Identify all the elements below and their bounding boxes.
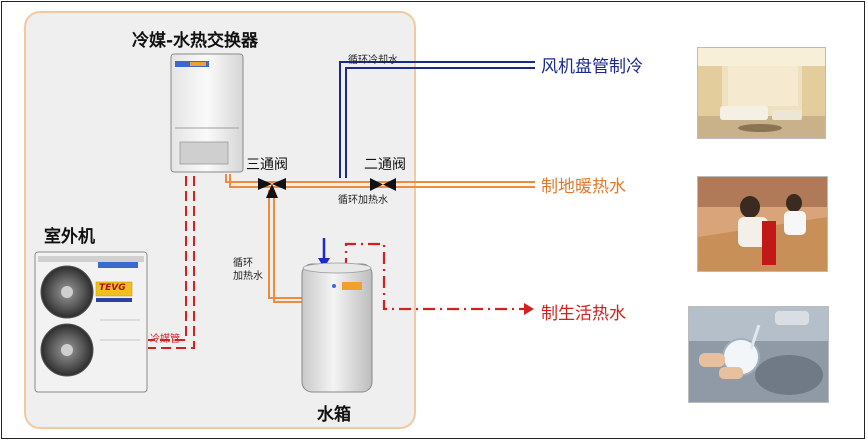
brand-badge: TEVG: [99, 283, 126, 293]
heating-water-vertical-label-2: 加热水: [233, 271, 263, 282]
floor-heating-photo: [697, 176, 828, 272]
outdoor-unit: [34, 251, 148, 393]
hot-water-pipe: [344, 242, 524, 311]
water-tank-title: 水箱: [317, 405, 351, 425]
refrigerant-pipe-label: 冷媒管: [150, 334, 180, 345]
three-way-valve-label: 三通阀: [246, 157, 288, 173]
heating-water-vertical-label-1: 循环: [233, 258, 253, 269]
hot-water-tap-photo: [688, 306, 829, 403]
exchanger-title: 冷媒-水热交换器: [132, 31, 259, 51]
heat-exchanger-unit: [170, 53, 244, 173]
water-tank: [301, 262, 373, 393]
arrow-right-icon: [524, 303, 534, 315]
three-way-valve-icon: [258, 178, 286, 198]
floor-heating-label: 制地暖热水: [541, 177, 626, 197]
refrigerant-pipe: [148, 176, 195, 349]
cooling-water-label: 循环冷却水: [348, 55, 398, 66]
heating-water-label: 循环加热水: [338, 195, 388, 206]
two-way-valve-icon: [370, 178, 396, 191]
two-way-valve-label: 二通阀: [364, 157, 406, 173]
fan-coil-cooling-label: 风机盘管制冷: [541, 57, 643, 77]
cooling-water-pipe: [339, 61, 535, 178]
outdoor-unit-title: 室外机: [44, 227, 95, 247]
living-room-photo: [697, 47, 826, 139]
domestic-hot-water-label: 制生活热水: [541, 304, 626, 324]
heating-water-pipe: [225, 174, 535, 303]
